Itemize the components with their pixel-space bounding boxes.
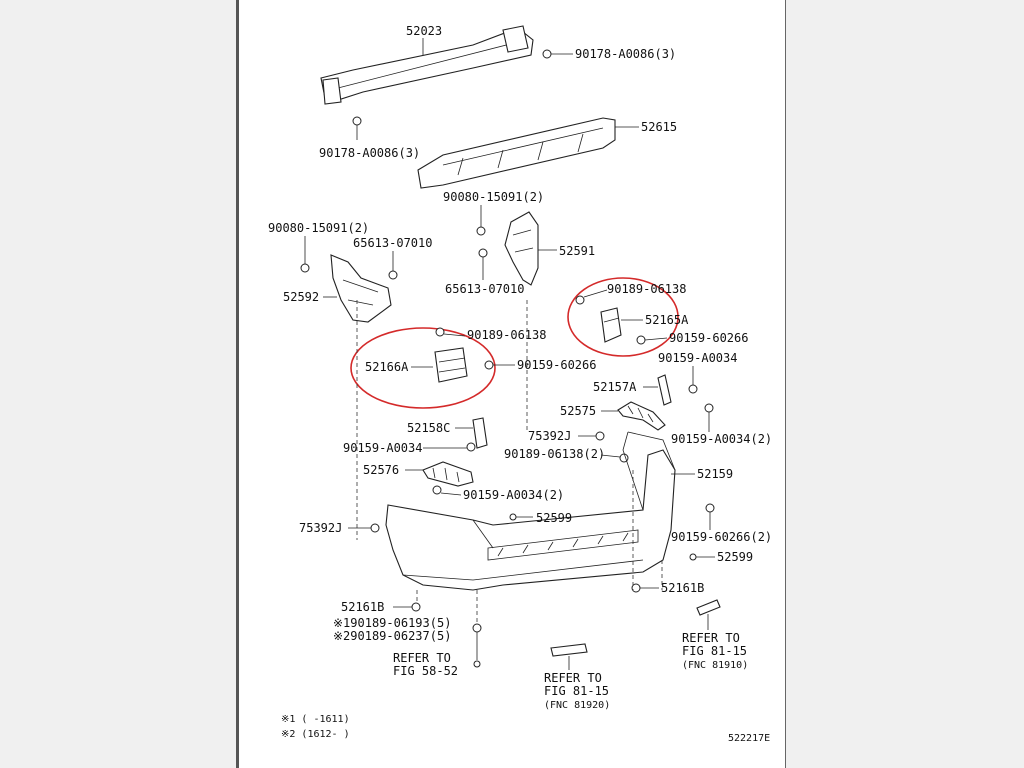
label-75392j-left: 75392J	[299, 521, 342, 535]
label-52158c: 52158C	[407, 421, 450, 435]
retainer-52575	[617, 401, 666, 431]
label-52591: 52591	[559, 244, 595, 258]
label-90159-a0034-2-left: 90159-A0034(2)	[463, 488, 564, 502]
figure-id: 522217E	[728, 733, 770, 744]
highlight-circle-52165a	[567, 277, 679, 357]
label-90189-06193: ※190189-06193(5)	[333, 616, 451, 630]
retainer-52158c	[472, 417, 488, 449]
bumper-cover-52159	[385, 431, 676, 591]
refer-to-fig-81-15-a-line1: REFER TO	[544, 671, 602, 685]
label-90189-06138-2: 90189-06138(2)	[504, 447, 605, 461]
label-52165a: 52165A	[645, 313, 689, 327]
label-52161b-left: 52161B	[341, 600, 384, 614]
label-90178-a0086-top: 90178-A0086(3)	[575, 47, 676, 61]
label-65613-07010-right: 65613-07010	[445, 282, 524, 296]
refer-to-fig-58-52-line2: FIG 58-52	[393, 664, 458, 678]
label-52592: 52592	[283, 290, 319, 304]
label-90159-60266-2: 90159-60266(2)	[671, 530, 772, 544]
footnote-2: ※2 (1612- )	[281, 729, 350, 740]
label-65613-07010-left: 65613-07010	[353, 236, 432, 250]
highlight-circle-52166a	[350, 327, 496, 409]
refer-to-fig-81-15-a-line2: FIG 81-15	[544, 684, 609, 698]
label-75392j-right: 75392J	[528, 429, 571, 443]
label-52599-right: 52599	[717, 550, 753, 564]
diagram-sheet: 52023 90178-A0086(3) 90178-A0086(3) 5261…	[236, 0, 786, 768]
bracket-52592	[330, 254, 392, 323]
label-90159-60266-right: 90159-60266	[669, 331, 748, 345]
label-52161b-right: 52161B	[661, 581, 704, 595]
label-90159-a0034-left: 90159-A0034	[343, 441, 422, 455]
retainer-52576	[422, 461, 474, 487]
bumper-reinforcement-52023	[320, 25, 534, 105]
label-90178-a0086-left: 90178-A0086(3)	[319, 146, 420, 160]
energy-absorber-52615	[417, 117, 616, 189]
reference-strip-left	[550, 643, 588, 657]
parts-diagram: 52023 90178-A0086(3) 90178-A0086(3) 5261…	[268, 24, 772, 744]
label-52023: 52023	[406, 24, 442, 38]
label-52576: 52576	[363, 463, 399, 477]
refer-to-fig-81-15-b-line2: FIG 81-15	[682, 644, 747, 658]
refer-to-fig-81-15-b-line3: (FNC 81910)	[682, 660, 748, 671]
label-52159: 52159	[697, 467, 733, 481]
label-90189-06237: ※290189-06237(5)	[333, 629, 451, 643]
refer-to-fig-81-15-b-line1: REFER TO	[682, 631, 740, 645]
label-90159-a0034-2-right: 90159-A0034(2)	[671, 432, 772, 446]
label-90189-06138-left: 90189-06138	[467, 328, 546, 342]
retainer-52157a	[657, 374, 672, 406]
label-52575: 52575	[560, 404, 596, 418]
label-90189-06138-right: 90189-06138	[607, 282, 686, 296]
label-90159-60266-left: 90159-60266	[517, 358, 596, 372]
refer-to-fig-81-15-a-line3: (FNC 81920)	[544, 700, 610, 711]
label-52166a: 52166A	[365, 360, 409, 374]
spacer-52166a	[434, 347, 468, 383]
label-90080-15091-left: 90080-15091(2)	[268, 221, 369, 235]
footnote-1: ※1 ( -1611)	[281, 714, 350, 725]
label-52615: 52615	[641, 120, 677, 134]
spacer-52165a	[600, 307, 622, 343]
label-52157a: 52157A	[593, 380, 637, 394]
label-90080-15091-right: 90080-15091(2)	[443, 190, 544, 204]
refer-to-fig-58-52-line1: REFER TO	[393, 651, 451, 665]
label-52599-center: 52599	[536, 511, 572, 525]
label-90159-a0034-right: 90159-A0034	[658, 351, 737, 365]
bracket-52591	[504, 211, 539, 286]
reference-strip-right	[696, 599, 721, 616]
